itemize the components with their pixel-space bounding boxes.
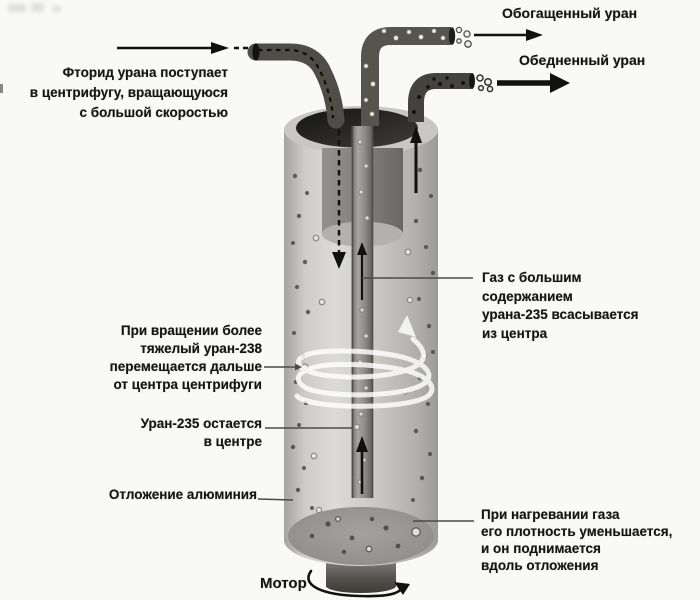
scan-smudge <box>52 6 61 12</box>
feed-label: Фторид урана поступает в центрифугу, вра… <box>29 65 228 120</box>
scan-smudge <box>31 3 44 12</box>
motor-label: Мотор <box>260 575 307 592</box>
feed-arrow-icon <box>117 42 252 54</box>
scan-smudge <box>8 4 26 12</box>
enriched-label: Обогащенный уран <box>502 5 638 21</box>
tube-up-arrow-icon <box>356 242 368 494</box>
depleted-label: Обедненный уран <box>519 52 646 68</box>
rotation-arrow-icon <box>307 569 410 598</box>
scan-artifact <box>0 84 3 93</box>
u235-label: Уран-235 остается в центре <box>140 416 262 449</box>
depleted-pipe <box>408 73 475 122</box>
gas-center-label: Газ с большим содержанием урана-235 всас… <box>482 270 639 341</box>
wall-up-arrow-icon <box>410 126 422 193</box>
motor <box>326 562 396 593</box>
bottom-deposit-disc <box>288 507 434 565</box>
central-tube <box>351 126 374 498</box>
enriched-pipe <box>361 27 456 126</box>
feed-pipe <box>247 43 345 129</box>
heating-label: При нагревании газа его плотность уменьш… <box>481 507 673 573</box>
label-pointer-lines <box>257 277 474 522</box>
u238-pointer-tip <box>295 363 302 371</box>
depleted-arrow-icon <box>476 73 570 93</box>
u238-label: При вращении более тяжелый уран-238 пере… <box>109 323 262 392</box>
spiral-flow-arrow-icon <box>294 315 435 409</box>
aluminum-label: Отложение алюминия <box>108 487 257 502</box>
enriched-arrow-icon <box>455 26 543 48</box>
feed-down-dashed-arrow-icon <box>332 130 346 269</box>
